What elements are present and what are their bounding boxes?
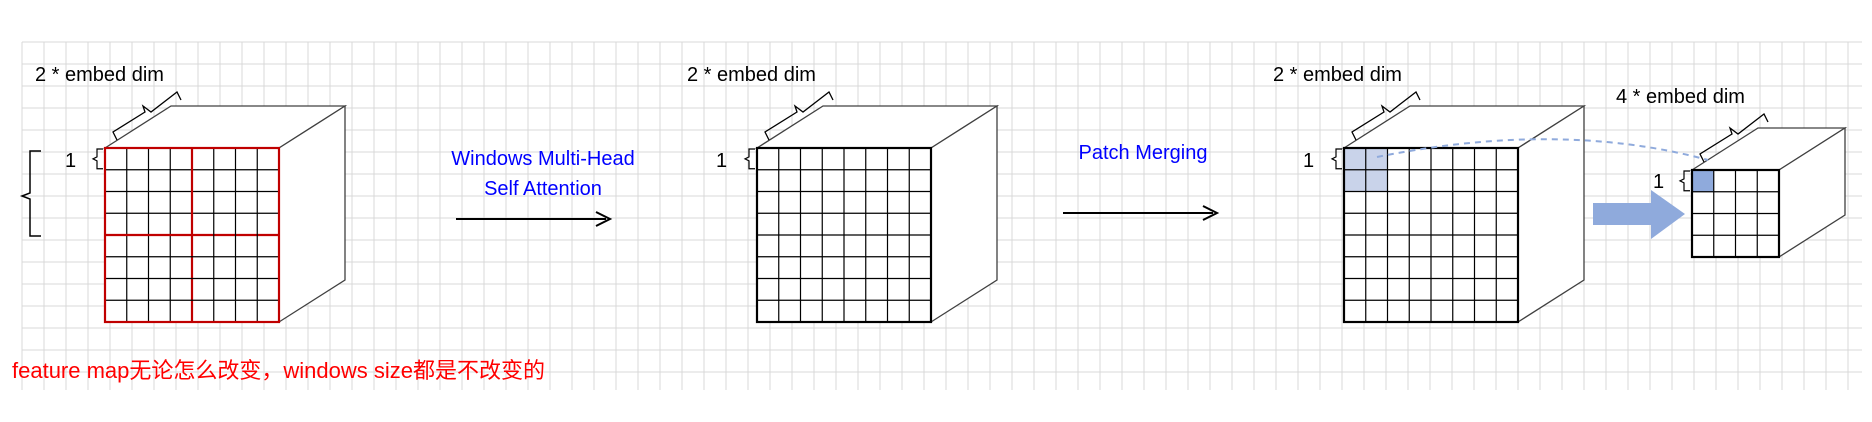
cube2-embed-label: 2 * embed dim — [687, 64, 816, 86]
cube2-depth-label: 1 — [716, 150, 727, 172]
wmsa-label-line2: Self Attention — [484, 178, 602, 200]
cube4-embed-label: 4 * embed dim — [1616, 86, 1745, 108]
cube4-depth-label: 1 — [1653, 171, 1664, 193]
depth-brace — [1330, 148, 1342, 170]
cube3-embed-label: 2 * embed dim — [1273, 64, 1402, 86]
cube-front-border — [103, 146, 281, 324]
cube-after-attention — [743, 91, 1000, 324]
depth-brace — [1678, 170, 1690, 192]
embed-dim-brace — [112, 91, 182, 141]
merged-cell — [1692, 170, 1714, 192]
depth-brace — [743, 148, 755, 170]
embed-dim-brace — [1699, 113, 1769, 163]
wmsa-arrow — [456, 211, 613, 227]
merge-dashed-curve — [1376, 138, 1709, 161]
cube3-depth-label: 1 — [1303, 150, 1314, 172]
patch-merging-arrow — [1063, 205, 1220, 221]
note-text: feature map无论怎么改变，windows size都是不改变的 — [12, 358, 545, 383]
cube1-depth-label: 1 — [65, 150, 76, 172]
patch-merging-label: Patch Merging — [1079, 142, 1208, 164]
embed-dim-brace — [764, 91, 834, 141]
cube-front-border — [755, 146, 933, 324]
depth-brace — [91, 148, 103, 170]
merge-block-arrow — [1593, 190, 1685, 239]
wmsa-label-line1: Windows Multi-Head — [451, 148, 634, 170]
cube-front-border — [1342, 146, 1520, 324]
cube-merged — [1678, 113, 1848, 259]
cube-before-merging — [1330, 91, 1587, 324]
cube1-embed-label: 2 * embed dim — [35, 64, 164, 86]
left-height-brace — [19, 150, 41, 237]
cube-front-border — [1690, 168, 1781, 259]
cube-window-partition — [91, 91, 348, 324]
embed-dim-brace — [1351, 91, 1421, 141]
